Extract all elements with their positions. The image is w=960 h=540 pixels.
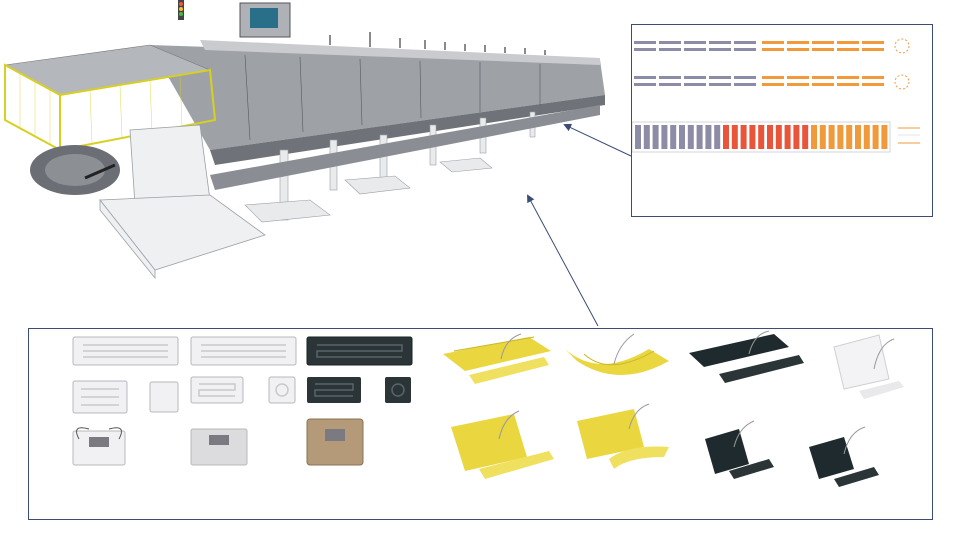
- vertical-lamp: [687, 125, 694, 149]
- vertical-lamp: [696, 125, 703, 149]
- oven-side-surface: [210, 95, 605, 165]
- round-white-small-heater: [268, 376, 296, 404]
- vertical-lamp: [811, 125, 817, 149]
- vertical-lamp: [705, 125, 712, 149]
- heater-layout-panel: [631, 24, 933, 217]
- vertical-lamp: [679, 125, 685, 149]
- white-hollow-heater: [190, 376, 244, 404]
- vertical-lamp: [793, 125, 800, 149]
- white-quartz-clip-heater: [72, 427, 126, 466]
- vertical-lamp: [714, 125, 721, 149]
- vertical-lamp: [863, 125, 870, 149]
- white-stand: [99, 124, 266, 280]
- black-round-small-heater: [385, 377, 411, 403]
- vertical-lamp: [731, 125, 738, 149]
- black-hollow-heater: [307, 377, 361, 403]
- end-symbol-circle: [894, 38, 910, 54]
- vertical-lamp: [819, 125, 826, 149]
- long-black-trough-heater: [306, 336, 413, 366]
- white-flat-square-heater: [833, 334, 904, 399]
- vertical-lamp: [846, 125, 853, 149]
- vertical-lamp: [775, 125, 782, 149]
- long-white-trough-heater: [72, 336, 179, 366]
- vertical-lamp: [652, 125, 659, 149]
- vertical-lamp: [643, 125, 650, 149]
- square-white-small-heater: [149, 381, 179, 413]
- yellow-curved-medium-heater: [577, 403, 669, 469]
- end-symbol-circle: [894, 74, 910, 90]
- black-flat-long-heater: [689, 330, 804, 383]
- oven-top-surface: [150, 45, 605, 150]
- vertical-lamp: [784, 125, 791, 149]
- tunnel-oven-illustration: [4, 0, 605, 280]
- vertical-lamp: [758, 125, 765, 149]
- vertical-lamp: [802, 125, 809, 149]
- yellow-flat-medium-heater: [451, 410, 554, 479]
- vertical-lamp: [670, 125, 677, 149]
- vertical-lamp: [740, 125, 747, 149]
- heater-products-gallery: [72, 330, 904, 487]
- vertical-lamp: [828, 125, 835, 149]
- vertical-lamp: [635, 125, 641, 149]
- heater-row-3: [631, 121, 920, 153]
- yellow-curved-long-heater: [565, 333, 669, 375]
- vertical-lamp: [723, 125, 729, 149]
- heater-row-1: [634, 38, 910, 54]
- black-square-small-heater: [705, 420, 774, 479]
- heater-layout-diagram: [631, 38, 920, 153]
- small-white-trough-heater: [72, 380, 128, 414]
- yellow-flat-long-heater: [443, 333, 551, 384]
- vertical-lamp: [855, 125, 861, 149]
- white-quartz-clip-heater-2: [190, 428, 248, 466]
- vertical-lamp: [661, 125, 668, 149]
- hmi-screen: [250, 8, 278, 28]
- vertical-lamp: [881, 125, 888, 149]
- heater-row-2: [634, 74, 910, 90]
- black-square-small-heater-2: [809, 426, 879, 487]
- long-white-trough-heater-2: [190, 336, 297, 366]
- bronze-quartz-clip-heater: [306, 418, 364, 466]
- vertical-lamp: [872, 125, 879, 149]
- heater-products-panel: [28, 328, 933, 520]
- vertical-lamp: [837, 125, 844, 149]
- safety-guard-front: [59, 68, 217, 152]
- vertical-lamp: [749, 125, 756, 149]
- vertical-lamp: [767, 125, 773, 149]
